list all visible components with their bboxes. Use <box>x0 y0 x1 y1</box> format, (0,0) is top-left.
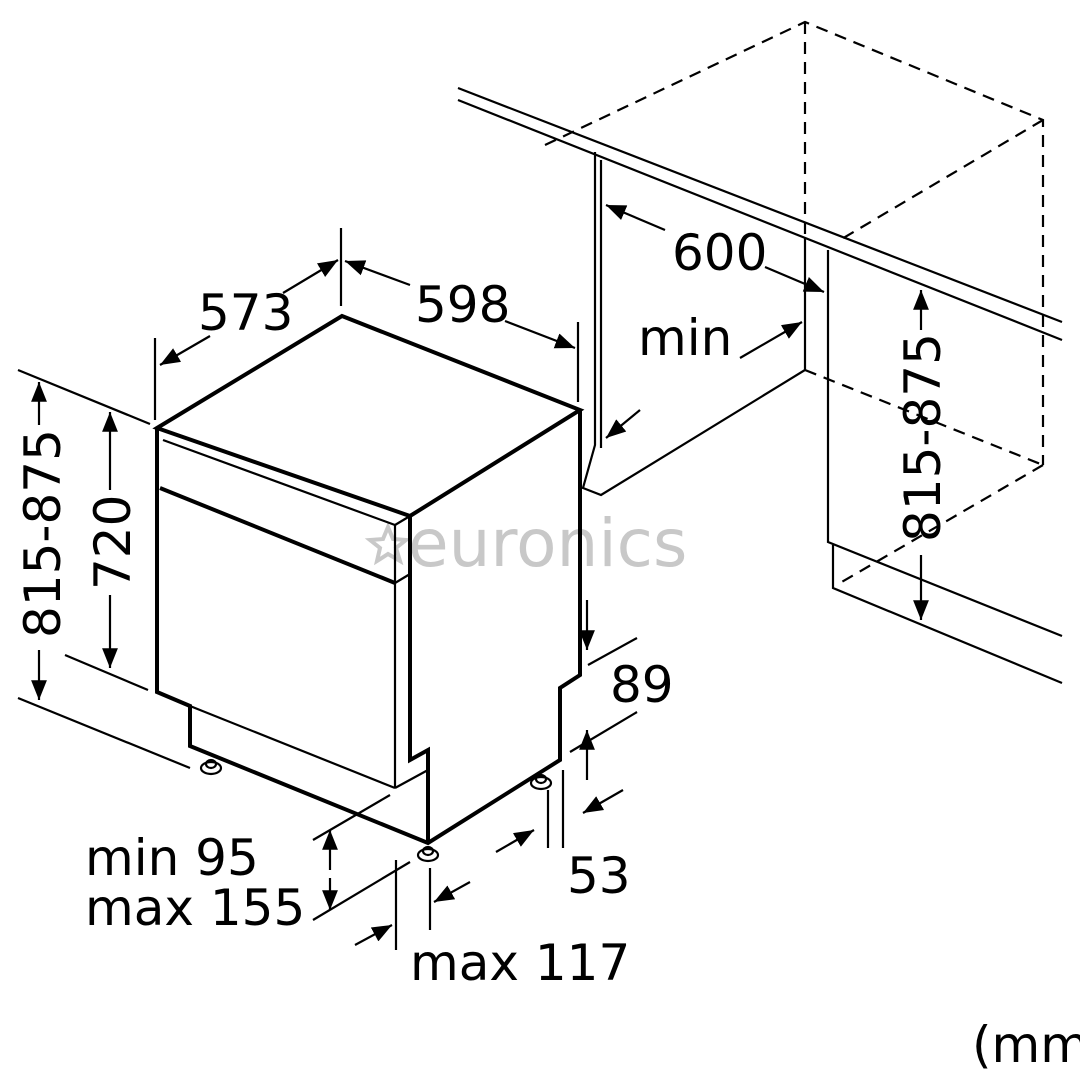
foot-icon <box>529 773 553 791</box>
niche-width-label: 600 <box>672 224 767 282</box>
euronics-watermark: euronics <box>364 505 687 582</box>
depth-label: 573 <box>198 284 293 342</box>
plinth-max-label: max 155 <box>85 879 305 937</box>
dimension-lines <box>17 203 929 950</box>
total-height-label: 815-875 <box>14 429 72 638</box>
niche-depth-min-label: min <box>638 309 732 367</box>
cabinet-niche <box>457 20 1063 685</box>
width-label: 598 <box>415 276 510 334</box>
foot-icon <box>416 845 440 863</box>
plinth-min-label: min 95 <box>85 829 259 887</box>
foot-icon <box>199 758 223 776</box>
body-height-label: 720 <box>84 495 142 590</box>
foot-offset-label: 53 <box>567 847 631 905</box>
plinth-offset-label: 89 <box>610 656 674 714</box>
door-overhang-label: max 117 <box>410 934 630 992</box>
niche-height-label: 815-875 <box>894 333 952 542</box>
watermark-text: euronics <box>408 505 687 582</box>
star-icon <box>364 521 412 566</box>
dishwasher-body <box>152 313 585 863</box>
units-label: (mm <box>972 1016 1080 1074</box>
